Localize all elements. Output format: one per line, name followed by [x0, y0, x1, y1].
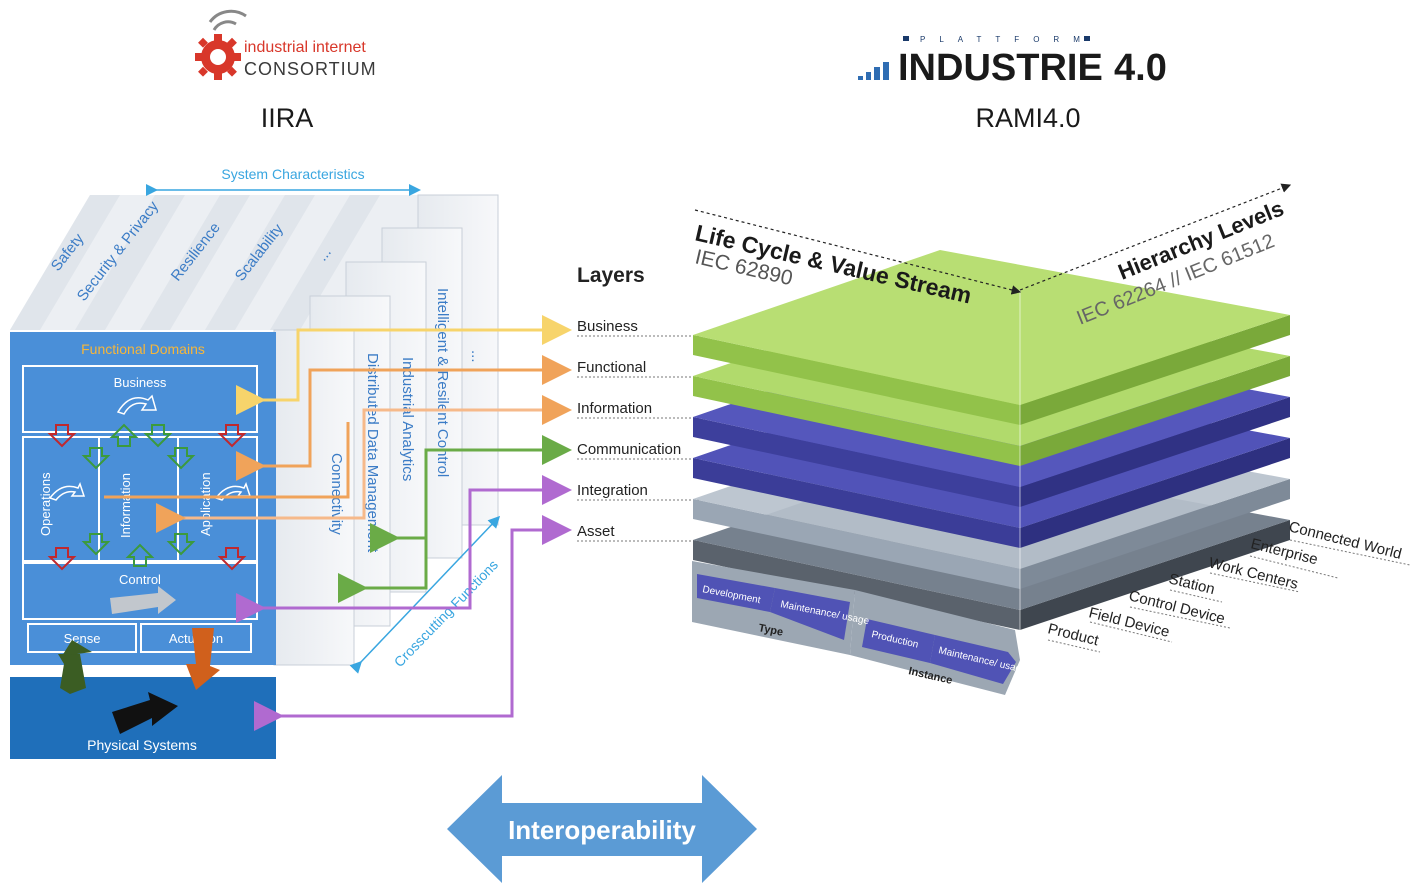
signal-bars-icon	[858, 62, 889, 80]
layers-heading: Layers	[577, 264, 645, 287]
hierarchy-station: Station	[1167, 570, 1216, 598]
operations-cycle-icon	[48, 482, 86, 501]
production-stage	[862, 619, 935, 663]
type-maintenance-stage	[770, 588, 850, 640]
information-domain-label: Information	[118, 473, 133, 538]
development-stage	[697, 574, 775, 612]
system-characteristics-label: System Characteristics	[221, 166, 364, 182]
gear-icon	[195, 34, 241, 80]
layer-label-functional: Functional	[577, 359, 646, 376]
sense-domain-label: Sense	[64, 631, 101, 646]
sense-green-arrow-icon	[58, 654, 86, 694]
crosscutting-more: ...	[468, 350, 485, 363]
layer-label-asset: Asset	[577, 523, 615, 540]
iic-logo-line2: CONSORTIUM	[244, 59, 377, 79]
hierarchy-axis-arrow	[1019, 183, 1292, 291]
asset-mapping-arrow	[254, 515, 572, 731]
business-domain-label: Business	[114, 375, 167, 390]
interoperability-label: Interoperability	[508, 815, 696, 845]
rami-title: RAMI4.0	[975, 103, 1080, 133]
physical-systems-label: Physical Systems	[87, 737, 197, 753]
industrie-word: INDUSTRIE	[898, 47, 1103, 89]
crosscutting-analytics: Industrial Analytics	[399, 357, 416, 481]
application-domain-label: Application	[198, 472, 213, 536]
hierarchy-product: Product	[1046, 620, 1101, 649]
operations-domain-label: Operations	[38, 472, 53, 536]
iic-logo-line1: industrial internet	[244, 39, 366, 56]
functional-domains-label: Functional Domains	[81, 341, 205, 357]
lifecycle-axis-arrow	[694, 209, 1022, 295]
cycle-icon	[116, 394, 157, 415]
crosscutting-data-management: Distributed Data Management	[364, 353, 381, 553]
layer-label-business: Business	[577, 318, 638, 335]
industrie40-logo: PLATTFORM INDUSTRIE 4.0	[858, 35, 1167, 89]
layer-leader-lines	[577, 335, 700, 542]
crosscutting-connectivity: Connectivity	[328, 453, 345, 535]
layer-mapping-arrows	[104, 315, 572, 731]
instance-maintenance-stage	[930, 635, 1016, 684]
layer-label-information: Information	[577, 400, 652, 417]
layer-label-integration: Integration	[577, 482, 648, 499]
rami-cube	[693, 183, 1292, 630]
layer-label-communication: Communication	[577, 441, 681, 458]
type-label: Type	[757, 622, 784, 639]
control-flow-arrow-icon	[110, 586, 176, 614]
platform-word: PLATTFORM	[920, 35, 1094, 44]
black-cycle-arrow-icon	[112, 692, 178, 734]
control-domain-label: Control	[119, 572, 161, 587]
iira-title: IIRA	[261, 103, 314, 133]
hierarchy-leader-lines	[1047, 539, 1411, 653]
iic-logo: industrial internet CONSORTIUM	[195, 9, 377, 80]
lifecycle-band: Development Maintenance/ usage Productio…	[692, 561, 1028, 695]
physical-systems-panel: Physical Systems	[10, 677, 276, 759]
actuation-orange-arrow-icon	[186, 628, 220, 690]
interoperability-double-arrow: Interoperability	[447, 775, 757, 883]
business-layer-slab	[693, 250, 1290, 425]
industrie-version: 4.0	[1114, 47, 1167, 89]
wireless-signal-icon	[208, 9, 247, 31]
